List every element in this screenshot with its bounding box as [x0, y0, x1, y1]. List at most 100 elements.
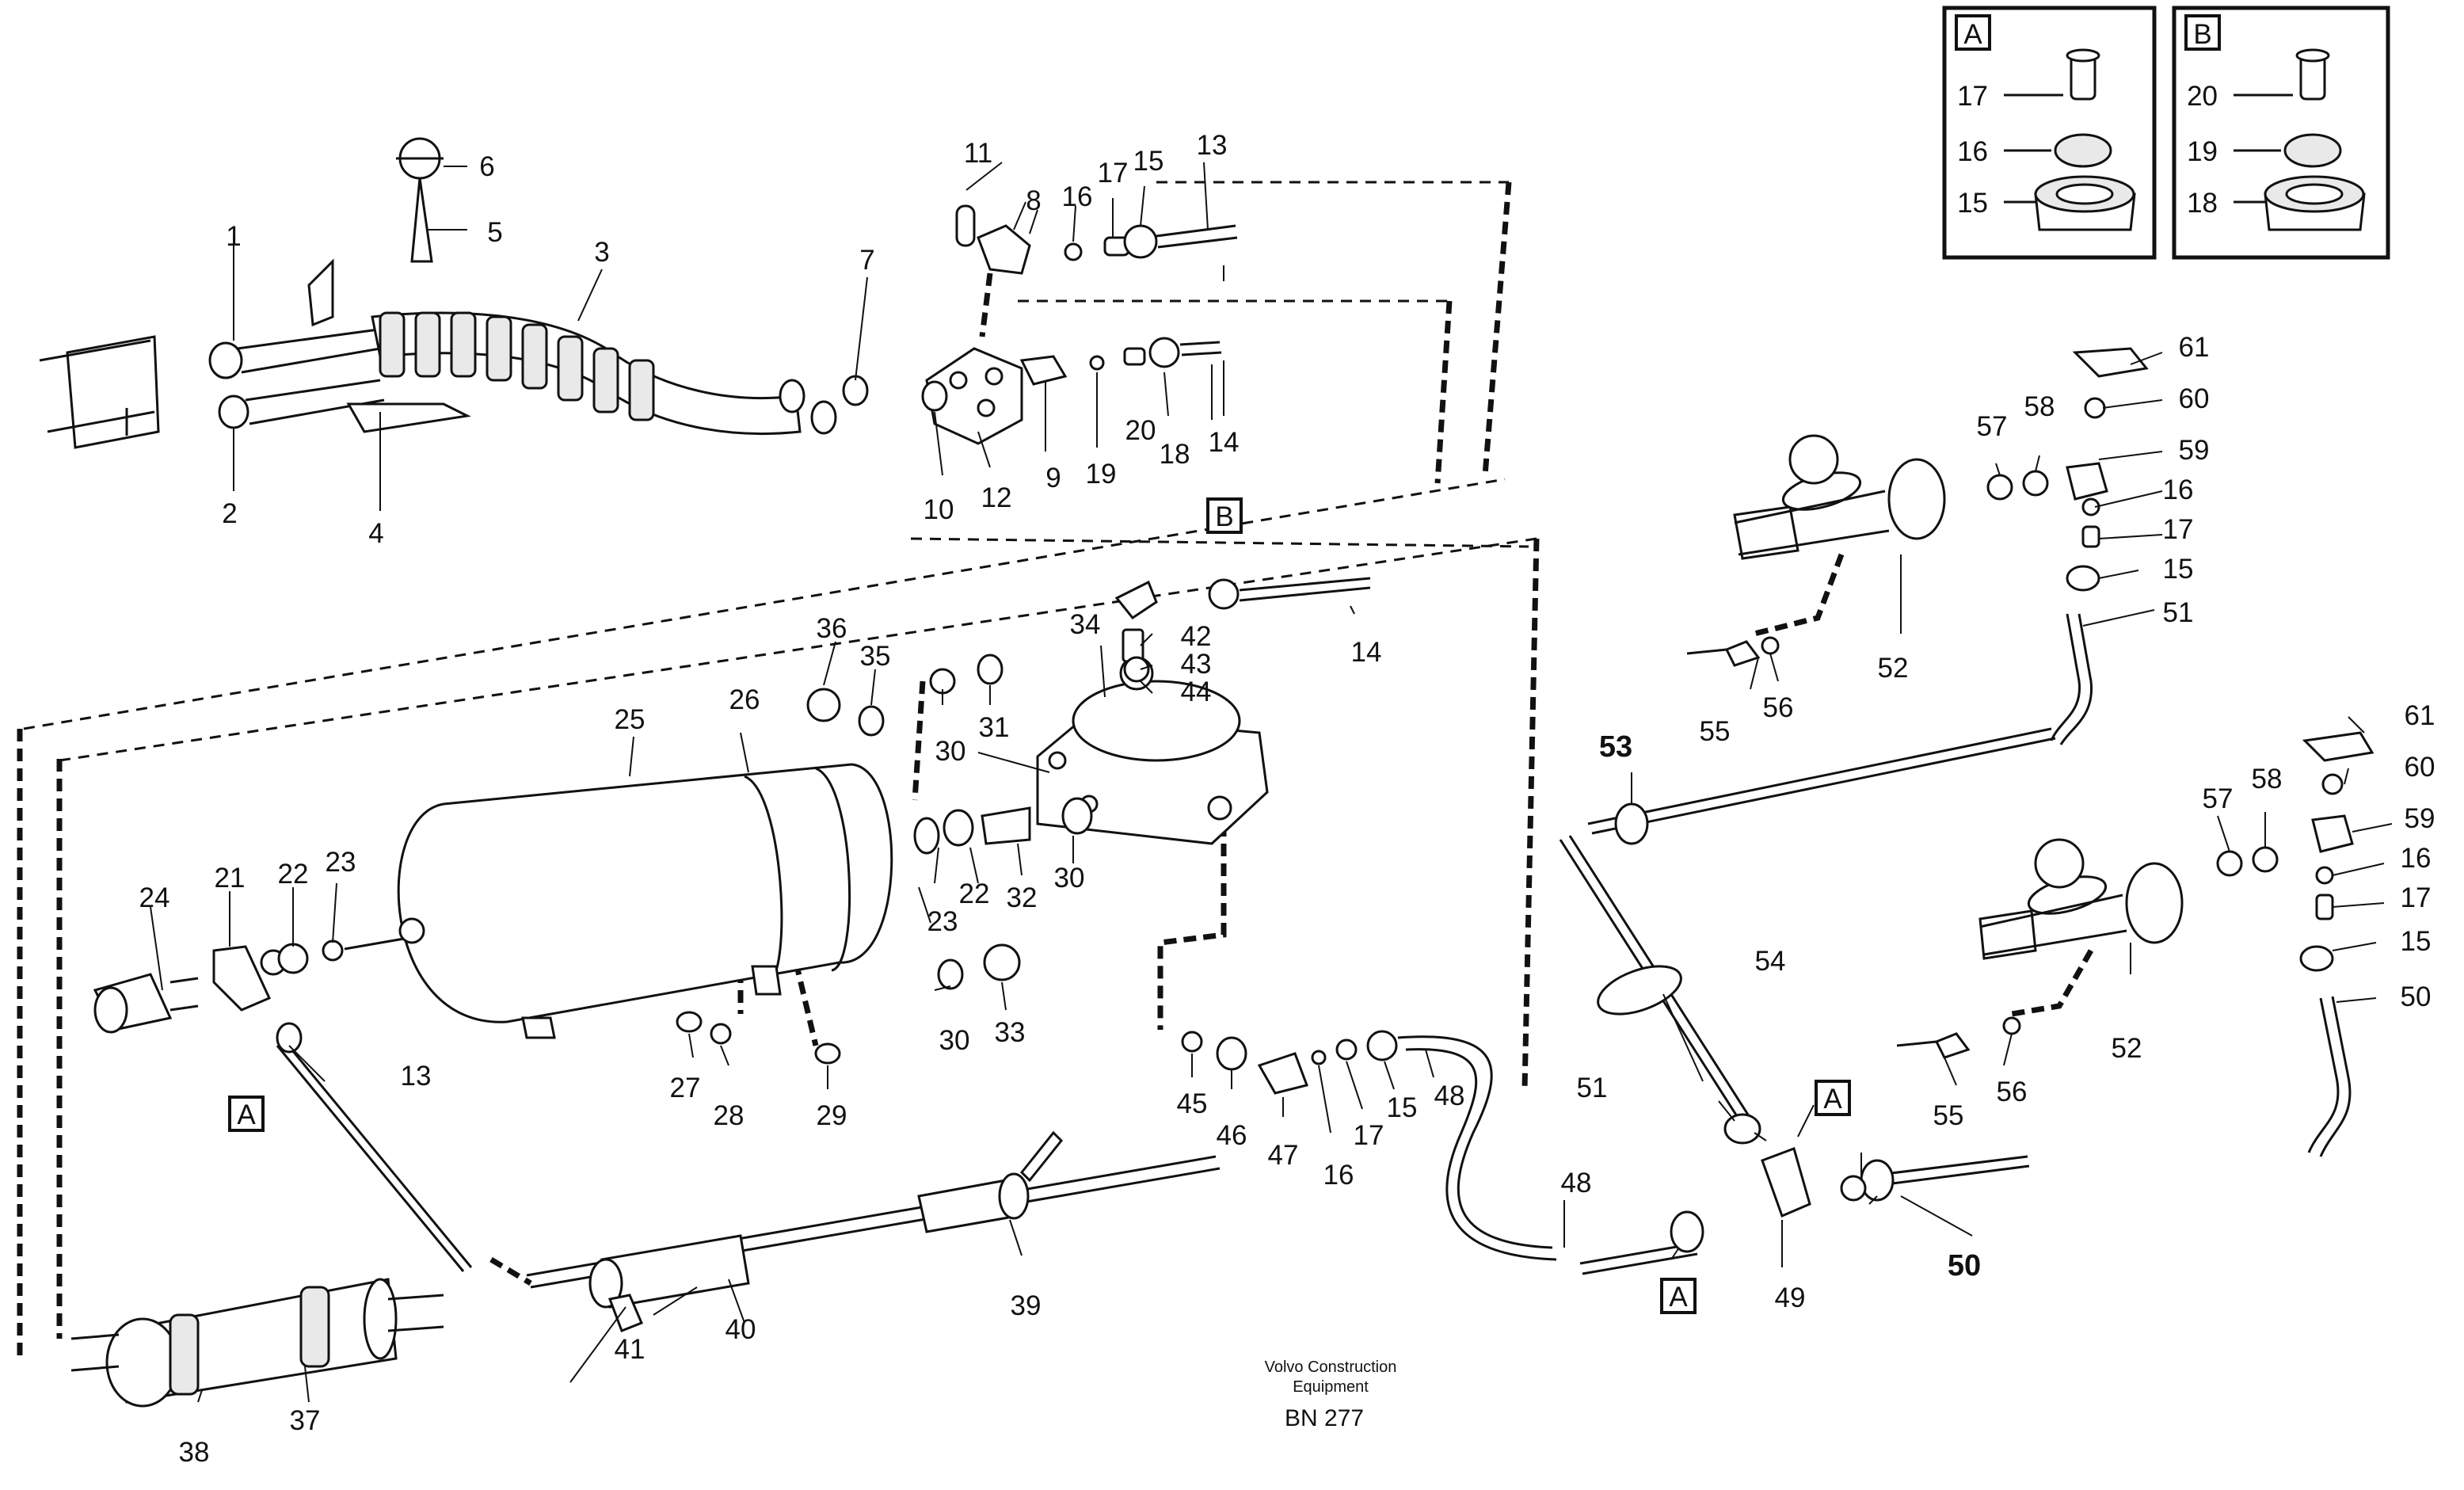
caption-line-2: Equipment [1293, 1378, 1369, 1396]
label-18: 18 [1160, 439, 1190, 470]
label-14-top: 14 [1209, 427, 1240, 458]
label-37: 37 [290, 1405, 321, 1436]
label-40: 40 [725, 1314, 756, 1345]
label-55-upper: 55 [1700, 716, 1731, 747]
label-60-lower: 60 [2405, 752, 2435, 783]
label-21: 21 [215, 863, 246, 894]
label-17-right-lower: 17 [2401, 882, 2432, 913]
label-30-c: 30 [939, 1025, 970, 1056]
label-16-lower: 16 [1323, 1160, 1354, 1191]
label-61-lower: 61 [2405, 700, 2435, 731]
label-5: 5 [487, 217, 502, 248]
label-13-left: 13 [401, 1061, 432, 1092]
label-1: 1 [226, 221, 241, 252]
caption: Volvo Construction Equipment BN 277 [1265, 1359, 1397, 1431]
label-43: 43 [1181, 649, 1212, 680]
label-42: 42 [1181, 621, 1212, 652]
label-54: 54 [1755, 946, 1786, 977]
inset-b: B 20 19 18 [2172, 6, 2390, 260]
label-48-b: 48 [1561, 1168, 1592, 1198]
label-2: 2 [222, 498, 237, 529]
label-50-bottom: 50 [1948, 1249, 1981, 1282]
label-58-upper: 58 [2024, 391, 2055, 422]
label-9: 9 [1045, 463, 1061, 493]
label-55-lower: 55 [1933, 1100, 1964, 1131]
label-41: 41 [615, 1334, 646, 1365]
label-56-upper: 56 [1763, 692, 1794, 723]
valve-34 [676, 577, 1371, 1065]
label-51-right: 51 [2163, 597, 2194, 628]
label-38: 38 [179, 1437, 210, 1468]
label-23-right: 23 [927, 906, 958, 937]
inset-b-tag: B [2193, 19, 2211, 50]
label-53: 53 [1599, 730, 1632, 764]
inset-a-label-15: 15 [1957, 188, 1988, 219]
label-8: 8 [1026, 185, 1041, 216]
label-56-lower: 56 [1997, 1077, 2028, 1107]
label-61-upper: 61 [2179, 332, 2210, 363]
upper-valve-parts [921, 204, 1238, 445]
right-assemblies [1559, 347, 2375, 1275]
label-20: 20 [1125, 415, 1156, 446]
label-59-upper: 59 [2179, 435, 2210, 466]
label-28: 28 [714, 1100, 745, 1131]
inset-b-label-19: 19 [2187, 136, 2218, 167]
label-11: 11 [964, 138, 992, 169]
label-29: 29 [817, 1100, 847, 1131]
label-3: 3 [594, 237, 609, 268]
label-17-lower: 17 [1354, 1120, 1384, 1151]
inset-a-label-16: 16 [1957, 136, 1988, 167]
label-15-lower: 15 [1387, 1092, 1418, 1123]
label-22-left: 22 [278, 859, 309, 890]
label-23-left: 23 [326, 847, 356, 878]
label-52-lower: 52 [2112, 1033, 2142, 1064]
inset-b-label-18: 18 [2187, 188, 2218, 219]
label-57-upper: 57 [1977, 411, 2008, 442]
inset-a-label-17: 17 [1957, 81, 1988, 112]
label-60-upper: 60 [2179, 383, 2210, 414]
caption-code: BN 277 [1285, 1405, 1364, 1431]
label-57-lower: 57 [2203, 783, 2234, 814]
label-34: 34 [1070, 609, 1101, 640]
ref-tag-b: B [1215, 501, 1233, 532]
label-30-a: 30 [935, 736, 966, 767]
ref-tag-a-right-lower: A [1669, 1282, 1688, 1313]
label-15-top: 15 [1133, 146, 1164, 177]
label-52-upper: 52 [1878, 653, 1909, 684]
label-14-mid: 14 [1351, 637, 1382, 668]
label-17-top: 17 [1098, 158, 1129, 189]
leader-lines [150, 162, 2393, 1403]
label-19: 19 [1086, 459, 1117, 490]
label-39: 39 [1011, 1290, 1042, 1321]
label-30-b: 30 [1054, 863, 1085, 894]
label-32: 32 [1007, 882, 1038, 913]
caption-line-1: Volvo Construction [1265, 1359, 1397, 1376]
label-33: 33 [995, 1017, 1026, 1048]
ref-tags: B A A A [228, 497, 1851, 1314]
label-51-mid: 51 [1577, 1073, 1608, 1103]
label-7: 7 [859, 245, 874, 276]
label-59-lower: 59 [2405, 803, 2435, 834]
label-27: 27 [670, 1073, 701, 1103]
label-16-right-lower: 16 [2401, 843, 2432, 874]
label-13-top: 13 [1197, 130, 1228, 161]
inset-a: A 17 16 15 [1942, 6, 2157, 260]
ref-tag-a-right-upper: A [1823, 1084, 1842, 1115]
dashed-routing [17, 181, 2094, 1362]
label-15-right-upper: 15 [2163, 554, 2194, 585]
hose-assembly [39, 137, 869, 449]
label-49: 49 [1775, 1282, 1806, 1313]
label-15-right-lower: 15 [2401, 926, 2432, 957]
label-36: 36 [817, 613, 847, 644]
label-10: 10 [924, 494, 954, 525]
label-24: 24 [139, 882, 170, 913]
label-6: 6 [479, 151, 494, 182]
label-45: 45 [1177, 1088, 1208, 1119]
label-25: 25 [615, 704, 646, 735]
label-12: 12 [981, 482, 1012, 513]
inset-b-label-20: 20 [2187, 81, 2218, 112]
label-35: 35 [860, 641, 891, 672]
label-50-right: 50 [2401, 981, 2432, 1012]
